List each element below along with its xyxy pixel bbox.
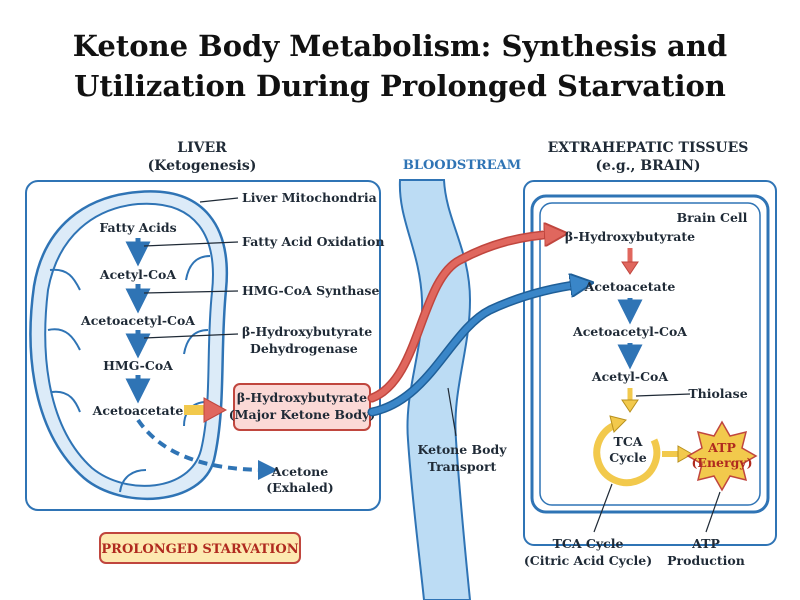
transport-leader <box>447 387 457 437</box>
bhb-product-line-2: (Major Ketone Body) <box>229 407 376 422</box>
tissue-step-acetoacetate: Acetoacetate <box>584 279 676 294</box>
starvation-label: PROLONGED STARVATION <box>101 542 298 557</box>
atp-caption-leader <box>705 491 721 533</box>
atp-caption-line-2: Production <box>667 553 745 568</box>
liver-step-fatty-acids: Fatty Acids <box>99 220 176 235</box>
acetoacetate-transport-arrow <box>369 284 582 415</box>
tca-caption-line-2: (Citric Acid Cycle) <box>524 553 652 568</box>
title-line-2: Utilization During Prolonged Starvation <box>74 69 726 103</box>
brain-cell-inner <box>539 202 761 506</box>
tissues-heading: EXTRAHEPATIC TISSUES <box>548 140 749 156</box>
acetone-dashed-arrow <box>136 418 278 480</box>
transport-line-1: Ketone Body <box>418 442 508 457</box>
tissue-arrowhead-4 <box>621 399 639 413</box>
tca-line-1: TCA <box>614 434 643 449</box>
starvation-badge <box>99 532 301 564</box>
thiolase-label: Thiolase <box>688 386 747 401</box>
hmg-synthase-leader <box>143 290 239 294</box>
transport-line-2: Transport <box>428 459 497 474</box>
tca-to-atp-arrowhead <box>677 445 694 463</box>
tca-caption-line-1: TCA Cycle <box>553 536 624 551</box>
enzyme-fatty-acid-oxidation: Fatty Acid Oxidation <box>242 234 384 249</box>
tissues-subheading: (e.g., BRAIN) <box>595 158 700 174</box>
atp-line-1: ATP <box>707 440 736 455</box>
enzyme-hmg-coa-synthase: HMG-CoA Synthase <box>242 283 379 298</box>
bhb-transport-arrow <box>369 234 556 401</box>
bhb-dehydrogenase-leader <box>143 333 239 339</box>
enzyme-bhb-line-2: Dehydrogenase <box>250 341 358 356</box>
liver-step-hmg-coa: HMG-CoA <box>103 358 173 373</box>
liver-step-acetoacetyl-coa: Acetoacetyl-CoA <box>80 313 195 328</box>
bhb-product-line-1: β-Hydroxybutyrate <box>237 390 367 405</box>
tissue-step-acetyl-coa: Acetyl-CoA <box>591 369 669 384</box>
bhb-product-box <box>233 383 371 431</box>
bloodstream-heading: BLOODSTREAM <box>403 158 521 173</box>
bloodstream-vessel <box>398 179 472 600</box>
atp-caption-line-1: ATP <box>691 536 720 551</box>
tissue-step-acetoacetyl-coa: Acetoacetyl-CoA <box>572 324 687 339</box>
liver-step-acetoacetate: Acetoacetate <box>92 403 184 418</box>
enzyme-bhb-line-1: β-Hydroxybutyrate <box>242 324 372 339</box>
atp-burst-icon <box>686 420 758 492</box>
tca-cycle <box>593 415 661 487</box>
acetone-line-1: Acetone <box>271 464 328 479</box>
tissue-step-bhb: β-Hydroxybutyrate <box>565 229 695 244</box>
liver-step-acetyl-coa: Acetyl-CoA <box>99 267 177 282</box>
title-line-1: Ketone Body Metabolism: Synthesis and <box>73 29 727 63</box>
mitochondria-label: Liver Mitochondria <box>242 190 377 205</box>
atp-line-2: (Energy) <box>692 455 753 470</box>
tca-line-2: Cycle <box>609 450 647 465</box>
brain-cell-label: Brain Cell <box>677 210 748 225</box>
tca-caption-leader <box>593 483 613 533</box>
fatty-acid-oxidation-leader <box>143 241 239 247</box>
acetone-line-2: (Exhaled) <box>266 480 333 495</box>
liver-heading: LIVER <box>177 140 227 156</box>
acetoacetate-to-bhb-arrowhead <box>203 397 228 423</box>
tissue-arrowhead-1 <box>621 261 639 275</box>
thiolase-leader <box>635 393 691 397</box>
mitochondria-leader <box>199 197 239 203</box>
liver-subheading: (Ketogenesis) <box>148 158 257 174</box>
